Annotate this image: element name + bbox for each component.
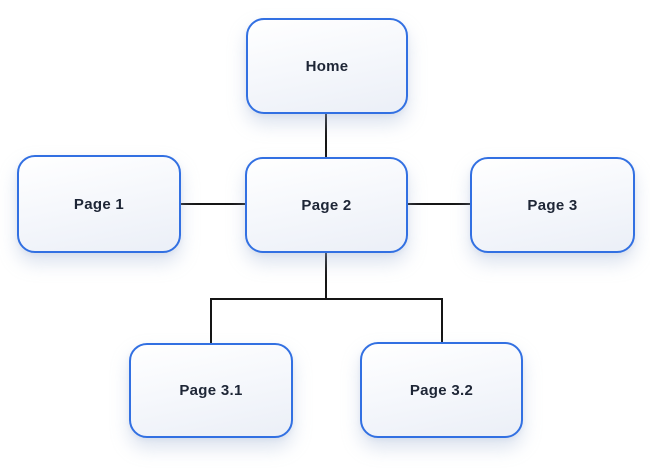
node-label-page-3-2: Page 3.2 — [409, 381, 474, 399]
connector-branch-rail — [210, 298, 443, 300]
connector-branch-rail-to-page-3-1 — [210, 298, 212, 346]
node-page-1[interactable]: Page 1 — [17, 155, 181, 253]
node-home[interactable]: Home — [246, 18, 408, 114]
node-label-page-2: Page 2 — [301, 196, 352, 214]
node-page-2[interactable]: Page 2 — [245, 157, 408, 253]
node-page-3-1[interactable]: Page 3.1 — [129, 343, 293, 438]
node-label-page-3: Page 3 — [527, 196, 578, 214]
node-label-home: Home — [305, 57, 349, 75]
node-label-page-3-1: Page 3.1 — [179, 382, 243, 399]
connector-home-to-page-2 — [325, 111, 327, 160]
node-label-page-1: Page 1 — [73, 195, 125, 213]
connector-branch-rail-to-page-3-2 — [441, 298, 443, 345]
node-page-3[interactable]: Page 3 — [470, 157, 635, 253]
connector-page-1-to-page-2 — [178, 203, 248, 205]
connector-page-2-to-branch-rail — [325, 250, 327, 300]
node-page-3-2[interactable]: Page 3.2 — [360, 342, 523, 438]
connector-page-2-to-page-3 — [405, 203, 473, 205]
